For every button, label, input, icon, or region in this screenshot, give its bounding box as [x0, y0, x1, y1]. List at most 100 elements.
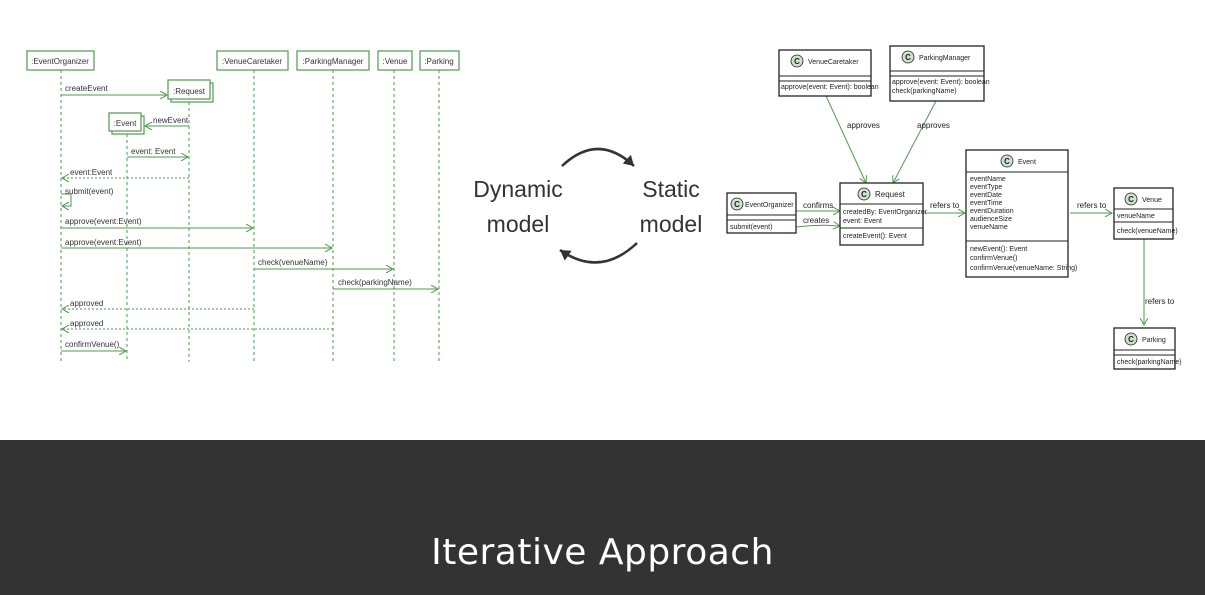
message-label: check(venueName): [258, 258, 328, 267]
message-approve-parking-manager: approve(event:Event): [61, 238, 332, 248]
message-approve-caretaker: approve(event:Event): [61, 217, 253, 228]
relation-refers-event: refers to: [923, 201, 965, 213]
class-name: Request: [875, 190, 906, 199]
class-name: Event: [1018, 159, 1036, 166]
class-method: confirmVenue(): [970, 255, 1017, 262]
class-method: newEvent(): Event: [970, 246, 1027, 253]
relation-label: refers to: [1077, 201, 1107, 210]
message-label: approve(event:Event): [65, 238, 142, 247]
class-icon: [730, 197, 744, 211]
class-badge: C: [794, 57, 800, 66]
dynamic-label-line1: Dynamic: [473, 176, 562, 202]
relation-refers-venue: refers to: [1070, 201, 1112, 213]
class-parking-manager: C ParkingManager approve(event: Event): …: [889, 45, 990, 102]
lifeline-label: :Parking: [424, 57, 453, 66]
class-diagram: approves approves confirms creates refer…: [726, 45, 1182, 370]
message-approved-2: approved: [62, 319, 333, 329]
message-create-event: createEvent: [61, 84, 167, 95]
object-label: :Event: [114, 119, 137, 128]
class-event-organizer: C EventOrganizer submit(event): [726, 192, 797, 234]
class-name: Venue: [1142, 197, 1162, 204]
relation-label: refers to: [930, 201, 960, 210]
message-label: approved: [70, 299, 103, 308]
message-label: approve(event:Event): [65, 217, 142, 226]
message-label: check(parkingName): [338, 278, 412, 287]
class-name: ParkingManager: [919, 55, 971, 62]
class-attribute: createdBy: EventOrganizer: [843, 209, 928, 216]
lifeline-venue: :Venue: [377, 50, 413, 362]
message-label: event: Event: [131, 147, 176, 156]
class-badge: C: [1004, 157, 1010, 166]
message-check-venue: check(venueName): [254, 258, 393, 269]
message-label: createEvent: [65, 84, 108, 93]
class-parking: C Parking check(parkingName): [1113, 327, 1182, 370]
class-badge: C: [1128, 335, 1134, 344]
class-badge: C: [905, 53, 911, 62]
relation-label: creates: [803, 216, 829, 225]
class-method: check(venueName): [1117, 228, 1178, 235]
class-attribute: venueName: [1117, 213, 1155, 220]
class-icon: [790, 54, 804, 68]
message-new-event: newEvent: [145, 116, 189, 126]
class-icon: [1124, 332, 1138, 346]
class-name: VenueCaretaker: [808, 59, 859, 66]
relation-refers-parking: refers to: [1144, 239, 1175, 325]
lifeline-venue-caretaker: :VenueCaretaker: [216, 50, 289, 362]
lifeline-parking: :Parking: [419, 50, 460, 362]
class-event: C Event eventName eventType eventDate ev…: [965, 149, 1077, 278]
cycle-arrow-bottom: [559, 242, 638, 264]
class-method: submit(event): [730, 224, 772, 231]
class-icon: [1000, 154, 1014, 168]
object-label: :Request: [173, 87, 206, 96]
message-check-parking: check(parkingName): [333, 278, 438, 289]
static-label-line2: model: [640, 211, 703, 237]
class-icon: [1124, 192, 1138, 206]
class-venue-caretaker: C VenueCaretaker approve(event: Event): …: [778, 49, 879, 97]
message-event-return: event: Event: [127, 147, 188, 157]
message-label: submit(event): [65, 187, 114, 196]
class-method: approve(event: Event): boolean: [781, 84, 879, 91]
class-attribute: eventDate: [970, 192, 1002, 199]
message-submit: submit(event): [61, 187, 114, 206]
class-attribute: eventName: [970, 176, 1006, 183]
class-icon: [901, 50, 915, 64]
class-venue: C Venue venueName check(venueName): [1113, 187, 1178, 240]
class-name: EventOrganizer: [745, 202, 794, 209]
message-label: approved: [70, 319, 103, 328]
class-name: Parking: [1142, 337, 1166, 344]
message-event-to-organizer: event:Event: [62, 168, 189, 178]
message-label: newEvent: [153, 116, 189, 125]
class-method: check(parkingName): [892, 88, 957, 95]
class-attribute: audienceSize: [970, 216, 1012, 223]
lifeline-label: :EventOrganizer: [31, 57, 89, 66]
lifeline-label: :VenueCaretaker: [222, 57, 282, 66]
relation-label: approves: [847, 121, 880, 130]
class-attribute: eventType: [970, 184, 1002, 191]
object-request: :Request: [167, 79, 214, 362]
class-badge: C: [734, 200, 740, 209]
dynamic-label-line2: model: [487, 211, 550, 237]
class-method: approve(event: Event): boolean: [892, 79, 990, 86]
class-method: check(parkingName): [1117, 359, 1182, 366]
class-request: C Request createdBy: EventOrganizer even…: [839, 182, 928, 246]
class-method: confirmVenue(venueName: String): [970, 265, 1077, 272]
static-label-line1: Static: [642, 176, 700, 202]
class-icon: [857, 187, 871, 201]
cycle-arrow-top: [561, 147, 635, 167]
sequence-diagram: :EventOrganizer :VenueCaretaker :Parking…: [26, 50, 460, 362]
relation-approves-parking: approves: [893, 100, 950, 183]
class-attribute: eventDuration: [970, 208, 1014, 215]
class-method: createEvent(): Event: [843, 233, 907, 240]
lifeline-label: :ParkingManager: [303, 57, 364, 66]
relation-confirms: confirms: [796, 201, 840, 211]
class-attribute: venueName: [970, 224, 1008, 231]
lifeline-parking-manager: :ParkingManager: [296, 50, 370, 362]
caption-bar: Iterative Approach: [0, 440, 1205, 595]
class-badge: C: [1128, 195, 1134, 204]
lifeline-label: :Venue: [383, 57, 408, 66]
message-confirm-venue: confirmVenue(): [61, 340, 126, 351]
message-label: confirmVenue(): [65, 340, 120, 349]
slide-canvas: :EventOrganizer :VenueCaretaker :Parking…: [26, 45, 1182, 370]
relation-label: approves: [917, 121, 950, 130]
lifeline-event-organizer: :EventOrganizer: [26, 50, 95, 362]
